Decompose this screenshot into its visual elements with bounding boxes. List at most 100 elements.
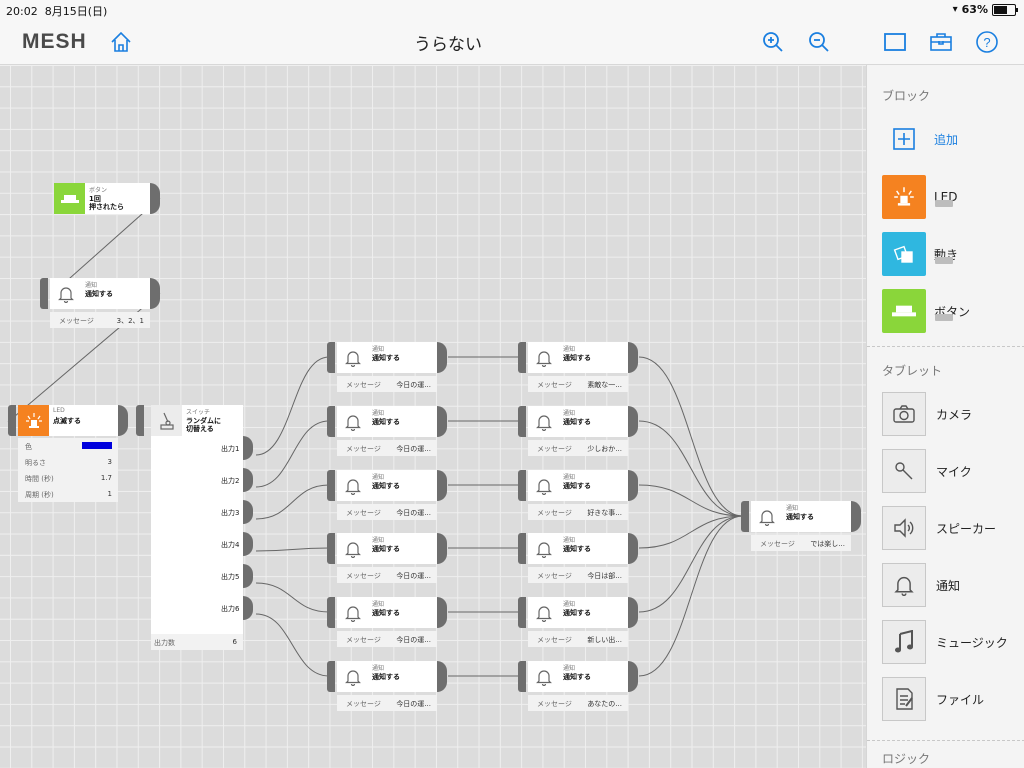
output-port[interactable] — [628, 661, 638, 692]
message-param[interactable]: メッセージ今日の運... — [337, 695, 437, 711]
sidebar-tablet-camera[interactable]: カメラ — [882, 392, 972, 436]
output-port[interactable] — [628, 597, 638, 628]
block-action-label: 通知する — [372, 354, 400, 362]
input-port[interactable] — [518, 661, 526, 692]
sidebar-tablet-file[interactable]: ファイル — [882, 677, 984, 721]
output-port[interactable] — [437, 597, 447, 628]
output-port[interactable] — [243, 436, 253, 460]
output-port[interactable] — [437, 533, 447, 564]
output-port[interactable] — [851, 501, 861, 532]
message-param[interactable]: メッセージ今日は部... — [528, 567, 628, 583]
message-param[interactable]: メッセージ今日の運... — [337, 440, 437, 456]
output-port[interactable] — [243, 532, 253, 556]
bell-icon — [528, 470, 559, 501]
output-port[interactable] — [628, 470, 638, 501]
block-action-label: 通知する — [372, 482, 400, 490]
zoom-out-icon[interactable] — [806, 29, 832, 55]
param-value: 1.7 — [100, 474, 112, 482]
block-type-label: LED — [53, 407, 65, 414]
param-label: メッセージ — [59, 317, 94, 325]
zoom-in-icon[interactable] — [760, 29, 786, 55]
add-block-button[interactable]: 追加 — [882, 121, 958, 157]
sidebar-block-motion[interactable]: 動き — [882, 232, 958, 276]
input-port[interactable] — [327, 406, 335, 437]
output-port[interactable] — [243, 468, 253, 492]
input-port[interactable] — [327, 533, 335, 564]
message-param[interactable]: メッセージ好きな事... — [528, 504, 628, 520]
bell-icon — [337, 661, 368, 692]
home-icon[interactable] — [108, 29, 134, 55]
message-param[interactable]: メッセージ新しい出... — [528, 631, 628, 647]
input-port[interactable] — [8, 405, 16, 436]
message-param[interactable]: メッセージあなたの... — [528, 695, 628, 711]
output-port[interactable] — [118, 405, 128, 436]
output-port[interactable] — [437, 342, 447, 373]
output-port[interactable] — [628, 342, 638, 373]
input-port[interactable] — [40, 278, 48, 309]
led-param-row[interactable]: 時間 (秒)1.7 — [18, 470, 118, 486]
block-action-label: ランダムに 切替える — [186, 417, 221, 433]
output-port[interactable] — [437, 470, 447, 501]
input-port[interactable] — [518, 406, 526, 437]
sidebar-tablet-speaker[interactable]: スピーカー — [882, 506, 996, 550]
sidebar-tablet-bell[interactable]: 通知 — [882, 563, 960, 607]
message-param[interactable]: メッセージ今日の運... — [337, 376, 437, 392]
input-port[interactable] — [741, 501, 749, 532]
output-port[interactable] — [437, 406, 447, 437]
input-port[interactable] — [518, 470, 526, 501]
block-type-label: 通知 — [372, 346, 385, 353]
input-port[interactable] — [518, 597, 526, 628]
output-port[interactable] — [628, 406, 638, 437]
led-param-row[interactable]: 周期 (秒)1 — [18, 486, 118, 502]
output-port[interactable] — [150, 278, 160, 309]
output-port[interactable] — [437, 661, 447, 692]
output-port[interactable] — [243, 500, 253, 524]
output-port[interactable] — [243, 564, 253, 588]
message-param[interactable]: メッセージ 3、2、1 — [50, 312, 150, 328]
sidebar-block-led[interactable]: LED — [882, 175, 958, 219]
sidebar-tablet-microphone[interactable]: マイク — [882, 449, 972, 493]
input-port[interactable] — [518, 533, 526, 564]
param-value: では楽し... — [810, 540, 845, 548]
block-type-label: スイッチ — [186, 409, 211, 416]
input-port[interactable] — [327, 661, 335, 692]
status-bar: 20:02 8月15日(日) ▾ 63% — [0, 0, 1024, 20]
help-icon[interactable]: ? — [974, 29, 1000, 55]
sidebar-tablet-music[interactable]: ミュージック — [882, 620, 1008, 664]
input-port[interactable] — [327, 342, 335, 373]
input-port[interactable] — [136, 405, 144, 436]
switch-output-label: 出力2 — [221, 477, 240, 485]
sidebar-block-button[interactable]: ボタン — [882, 289, 970, 333]
recipe-canvas[interactable]: ボタン 1回 押されたら 通知 通知する メッセージ 3、2、1 LED 点滅す… — [0, 65, 866, 768]
block-action-label: 通知する — [563, 673, 591, 681]
output-port[interactable] — [628, 533, 638, 564]
message-param[interactable]: メッセージ少しおか... — [528, 440, 628, 456]
message-param[interactable]: メッセージ素敵な一... — [528, 376, 628, 392]
wifi-icon: ▾ — [952, 4, 958, 15]
message-param[interactable]: メッセージ今日の運... — [337, 631, 437, 647]
output-count-param[interactable]: 出力数 6 — [151, 634, 243, 650]
block-type-label: 通知 — [372, 410, 385, 417]
output-port[interactable] — [243, 596, 253, 620]
message-param[interactable]: メッセージ今日の運... — [337, 567, 437, 583]
param-label: メッセージ — [537, 636, 572, 644]
message-param[interactable]: メッセージ今日の運... — [337, 504, 437, 520]
input-port[interactable] — [518, 342, 526, 373]
block-type-label: 通知 — [563, 601, 576, 608]
block-action-label: 通知する — [372, 545, 400, 553]
sidebar-tablet-label: 通知 — [936, 578, 961, 593]
recipe-title[interactable]: うらない — [414, 35, 482, 55]
input-port[interactable] — [327, 597, 335, 628]
param-label: メッセージ — [346, 572, 381, 580]
toolbox-icon[interactable] — [928, 29, 954, 55]
input-port[interactable] — [327, 470, 335, 501]
canvas-view-icon[interactable] — [882, 29, 908, 55]
led-param-row[interactable]: 色 — [18, 438, 118, 454]
message-param[interactable]: メッセージ では楽し... — [751, 535, 851, 551]
wire — [255, 613, 330, 677]
param-label: メッセージ — [537, 509, 572, 517]
block-action-label: 1回 押されたら — [89, 195, 124, 211]
section-header-blocks: ブロック — [882, 89, 931, 103]
output-port[interactable] — [150, 183, 160, 214]
